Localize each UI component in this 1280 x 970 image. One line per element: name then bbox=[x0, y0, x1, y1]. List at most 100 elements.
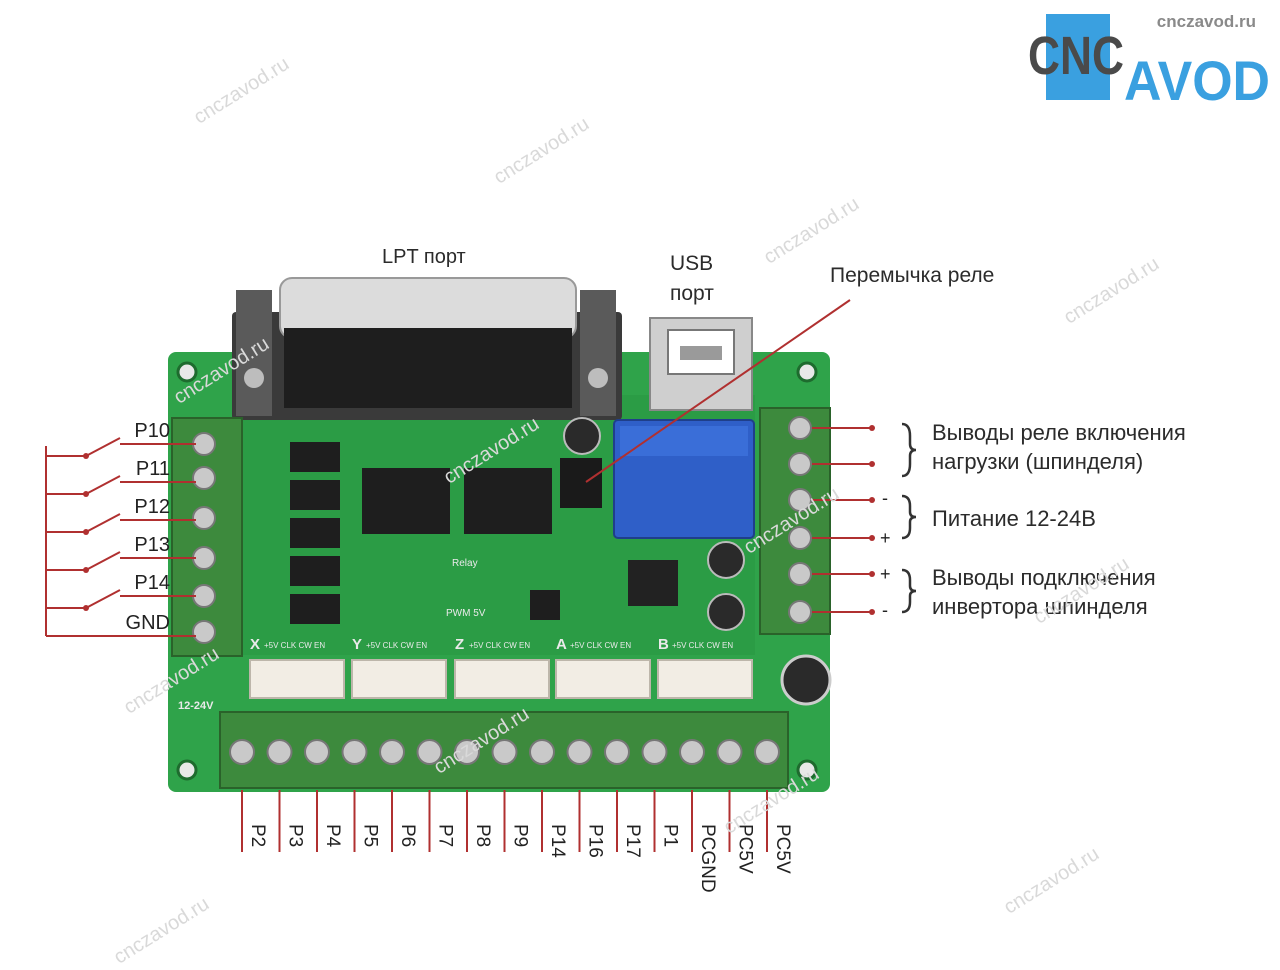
regulator bbox=[628, 560, 678, 606]
wire-node bbox=[869, 571, 875, 577]
lpt-screw-head bbox=[588, 368, 608, 388]
power-label: Питание 12-24В bbox=[932, 506, 1096, 531]
axis-label: A bbox=[556, 636, 567, 653]
screw bbox=[192, 620, 216, 644]
switch-contact bbox=[85, 437, 121, 457]
lpt-screw-head bbox=[244, 368, 264, 388]
bottom-pin-label: P3 bbox=[284, 824, 306, 848]
cnczavod-logo: CNC AVOD bbox=[1028, 14, 1270, 106]
relay-outputs-label-line2: нагрузки (шпинделя) bbox=[932, 449, 1144, 474]
right-terminal-block bbox=[759, 407, 831, 635]
wire-node bbox=[869, 609, 875, 615]
bottom-pin-label: P2 bbox=[247, 824, 268, 848]
axis-pin-label: +5V CLK CW EN bbox=[672, 641, 734, 650]
bottom-pin-label: PC5V bbox=[734, 824, 756, 874]
wires bbox=[45, 425, 875, 852]
screw bbox=[192, 432, 216, 456]
axis-pin-label: +5V CLK CW EN bbox=[469, 641, 531, 650]
capacitor bbox=[707, 593, 745, 631]
axis-label: B bbox=[658, 636, 669, 653]
axis-connector bbox=[454, 659, 550, 699]
screw bbox=[754, 739, 780, 765]
left-pin-label: P12 bbox=[134, 496, 170, 518]
left-pin-label: GND bbox=[125, 612, 170, 634]
transistor bbox=[530, 590, 560, 620]
axis-connector bbox=[351, 659, 447, 699]
ic-chip bbox=[464, 468, 552, 534]
inverter-minus-sign: - bbox=[882, 600, 888, 620]
lpt-connector-body bbox=[284, 328, 572, 408]
mounting-hole bbox=[176, 361, 198, 383]
power-plus-sign: + bbox=[880, 528, 891, 548]
axis-connector bbox=[657, 659, 753, 699]
screw bbox=[529, 739, 555, 765]
relay-outputs-label-line1: Выводы реле включения bbox=[932, 420, 1186, 445]
inverter-label-line1: Выводы подключения bbox=[932, 565, 1156, 590]
wire-node bbox=[869, 425, 875, 431]
screw bbox=[788, 488, 812, 512]
left-pin-label: P11 bbox=[135, 458, 170, 480]
bottom-pin-label: P4 bbox=[322, 824, 343, 848]
logo-part2: AVOD bbox=[1124, 49, 1270, 106]
optocoupler-array bbox=[290, 442, 340, 624]
lpt-screw-left bbox=[236, 290, 272, 416]
screw bbox=[192, 584, 216, 608]
site-url: cnczavod.ru bbox=[1156, 12, 1256, 31]
bottom-pin-label: P6 bbox=[397, 824, 418, 848]
wire-node bbox=[869, 497, 875, 503]
screw bbox=[304, 739, 330, 765]
left-pin-label: P10 bbox=[134, 420, 170, 442]
brace-inverter bbox=[901, 568, 917, 614]
screw bbox=[379, 739, 405, 765]
relay-jumper-pointer bbox=[585, 299, 851, 483]
relay-top bbox=[620, 426, 748, 456]
axis-pin-label: +5V CLK CW EN bbox=[570, 641, 632, 650]
screw bbox=[266, 739, 293, 765]
screw bbox=[192, 466, 216, 490]
axis-pin-label: +5V CLK CW EN bbox=[366, 641, 428, 650]
mounting-hole bbox=[796, 361, 818, 383]
screw bbox=[192, 506, 216, 530]
inverter-plus-sign: + bbox=[880, 564, 891, 584]
switch-contact bbox=[85, 475, 121, 495]
screw bbox=[604, 739, 630, 765]
bottom-pin-label: PCGND bbox=[697, 824, 718, 893]
usb-tongue bbox=[680, 346, 722, 360]
screw bbox=[788, 526, 812, 550]
screw bbox=[788, 416, 812, 440]
screw bbox=[716, 739, 743, 765]
logo-part1: CNC bbox=[1028, 26, 1124, 86]
wire-node bbox=[869, 535, 875, 541]
left-terminal-block bbox=[171, 417, 243, 657]
screw bbox=[566, 739, 593, 765]
screw bbox=[192, 546, 216, 570]
relay-jumper-label: Перемычка реле bbox=[830, 264, 995, 287]
capacitor bbox=[707, 541, 745, 579]
axis-label: Y bbox=[352, 636, 363, 653]
screw bbox=[788, 562, 812, 586]
power-minus-sign: - bbox=[882, 488, 888, 508]
bottom-pin-label: P1 bbox=[659, 824, 681, 848]
logo-z-accent bbox=[1046, 14, 1110, 100]
brace-power bbox=[901, 494, 917, 540]
bottom-pin-label: P14 bbox=[547, 824, 568, 858]
screw bbox=[788, 600, 812, 624]
usb-port-label-line1: USB bbox=[670, 252, 714, 275]
screw bbox=[454, 739, 480, 765]
wire-node bbox=[869, 461, 875, 467]
brace-relay-out bbox=[901, 422, 917, 478]
capacitor bbox=[780, 654, 832, 706]
left-pin-label: P13 bbox=[134, 534, 170, 556]
switch-contact bbox=[85, 513, 121, 533]
screw bbox=[491, 739, 518, 765]
usb-port-label-line2: порт bbox=[670, 282, 714, 305]
relay-jumper bbox=[560, 458, 602, 508]
bottom-pin-label: P16 bbox=[584, 824, 606, 858]
bottom-pin-label: P5 bbox=[359, 824, 381, 848]
left-pin-label: P14 bbox=[134, 572, 170, 594]
bottom-pin-label: P17 bbox=[622, 824, 643, 858]
mounting-hole bbox=[176, 759, 198, 781]
screw bbox=[788, 452, 812, 476]
bottom-pin-label: PC5V bbox=[772, 824, 793, 874]
